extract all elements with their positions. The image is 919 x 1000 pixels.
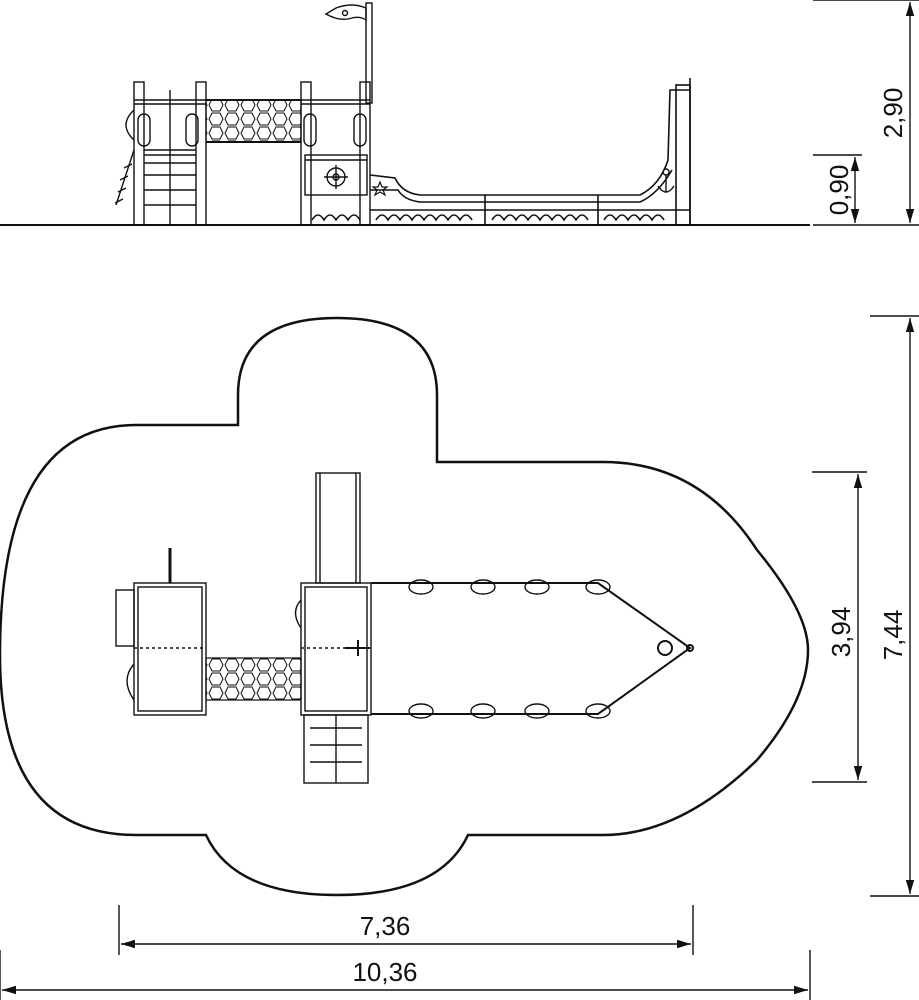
hex-bridge-plan: [205, 657, 302, 701]
ship-hull: [311, 78, 691, 226]
right-tower: [300, 81, 371, 226]
pirate-flag-icon: [324, 2, 373, 104]
structure-length-label: 7,36: [360, 911, 411, 941]
left-tower: [114, 81, 207, 226]
star-icon: [371, 180, 389, 197]
ship-deck-plan: [371, 582, 694, 715]
elevation-view: 2,90 0,90: [0, 0, 919, 226]
right-tower-plan: [294, 582, 372, 716]
ship-wheel-icon: [324, 165, 348, 189]
slide: [315, 472, 361, 584]
hex-bridge: [205, 99, 302, 143]
total-height-label: 2,90: [878, 88, 908, 139]
ladder-plan: [303, 714, 369, 784]
structure-width-label: 3,94: [826, 607, 856, 658]
plan-view: 3,94 7,44 7,36 10,36: [0, 315, 919, 1000]
platform-height-label: 0,90: [824, 165, 854, 216]
safety-zone-length-label: 10,36: [352, 957, 417, 987]
plan-dimension-lines: [0, 315, 919, 1000]
left-tower-plan: [115, 548, 207, 716]
safety-zone-outline: [0, 316, 810, 897]
safety-zone-width-label: 7,44: [878, 610, 908, 661]
anchor-icon: [657, 168, 675, 193]
elevation-dimension-lines: [813, 0, 919, 226]
deck-bollards: [408, 579, 611, 719]
